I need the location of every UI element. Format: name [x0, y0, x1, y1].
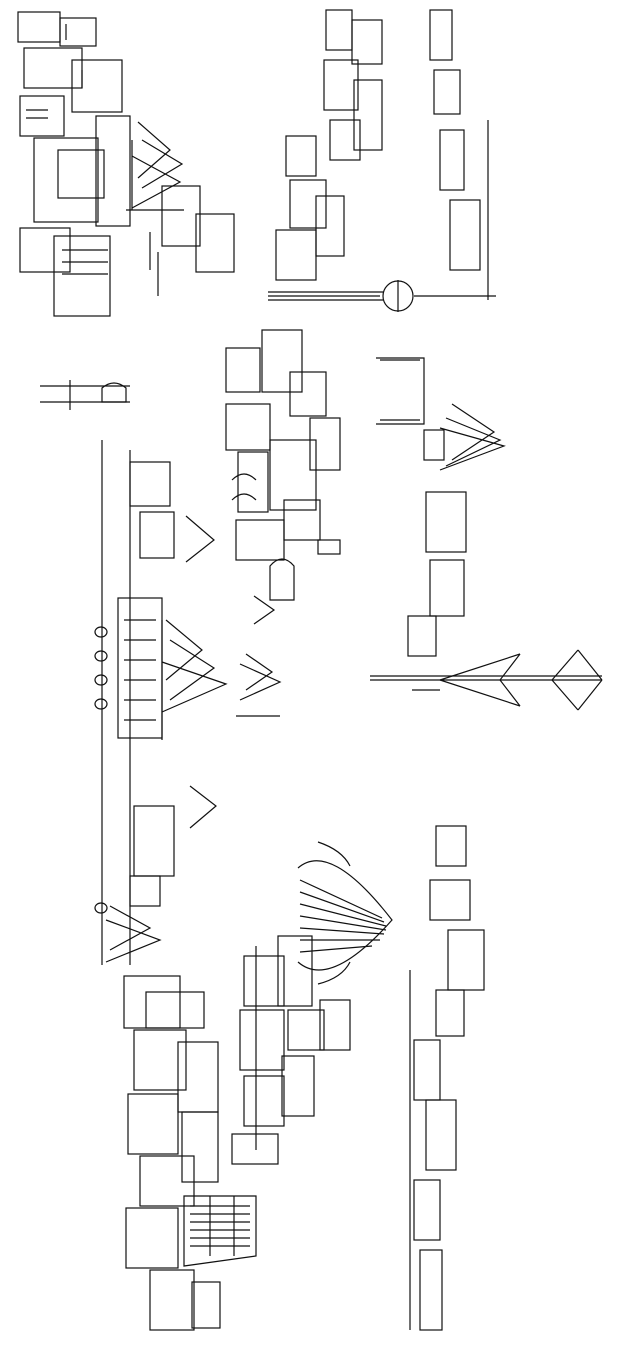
gate-arch — [40, 380, 130, 410]
center-skyline-band — [225, 135, 496, 1165]
cable-stayed-bridge — [370, 649, 603, 711]
right-mid-blocks — [407, 491, 467, 691]
upper-right-buildings — [323, 9, 489, 300]
bird-nest-stadium — [297, 841, 393, 985]
drum-tower-and-pagodas — [236, 539, 341, 717]
right-skyline-band — [323, 9, 603, 1331]
cctv-tower — [183, 1195, 257, 1267]
upper-right-blocks — [149, 185, 235, 296]
temple-of-heaven — [376, 357, 506, 471]
lower-center-blocks — [231, 935, 351, 1165]
modern-district — [123, 975, 221, 1331]
forbidden-city-complex — [94, 440, 228, 965]
right-lower-buildings — [409, 825, 485, 1331]
upper-center-buildings — [268, 135, 384, 301]
broadcast-tower — [268, 280, 496, 312]
left-skyline-band — [17, 11, 257, 1331]
old-city-cluster — [17, 11, 131, 317]
center-dense-blocks — [225, 329, 341, 561]
upper-pagoda — [126, 121, 184, 211]
